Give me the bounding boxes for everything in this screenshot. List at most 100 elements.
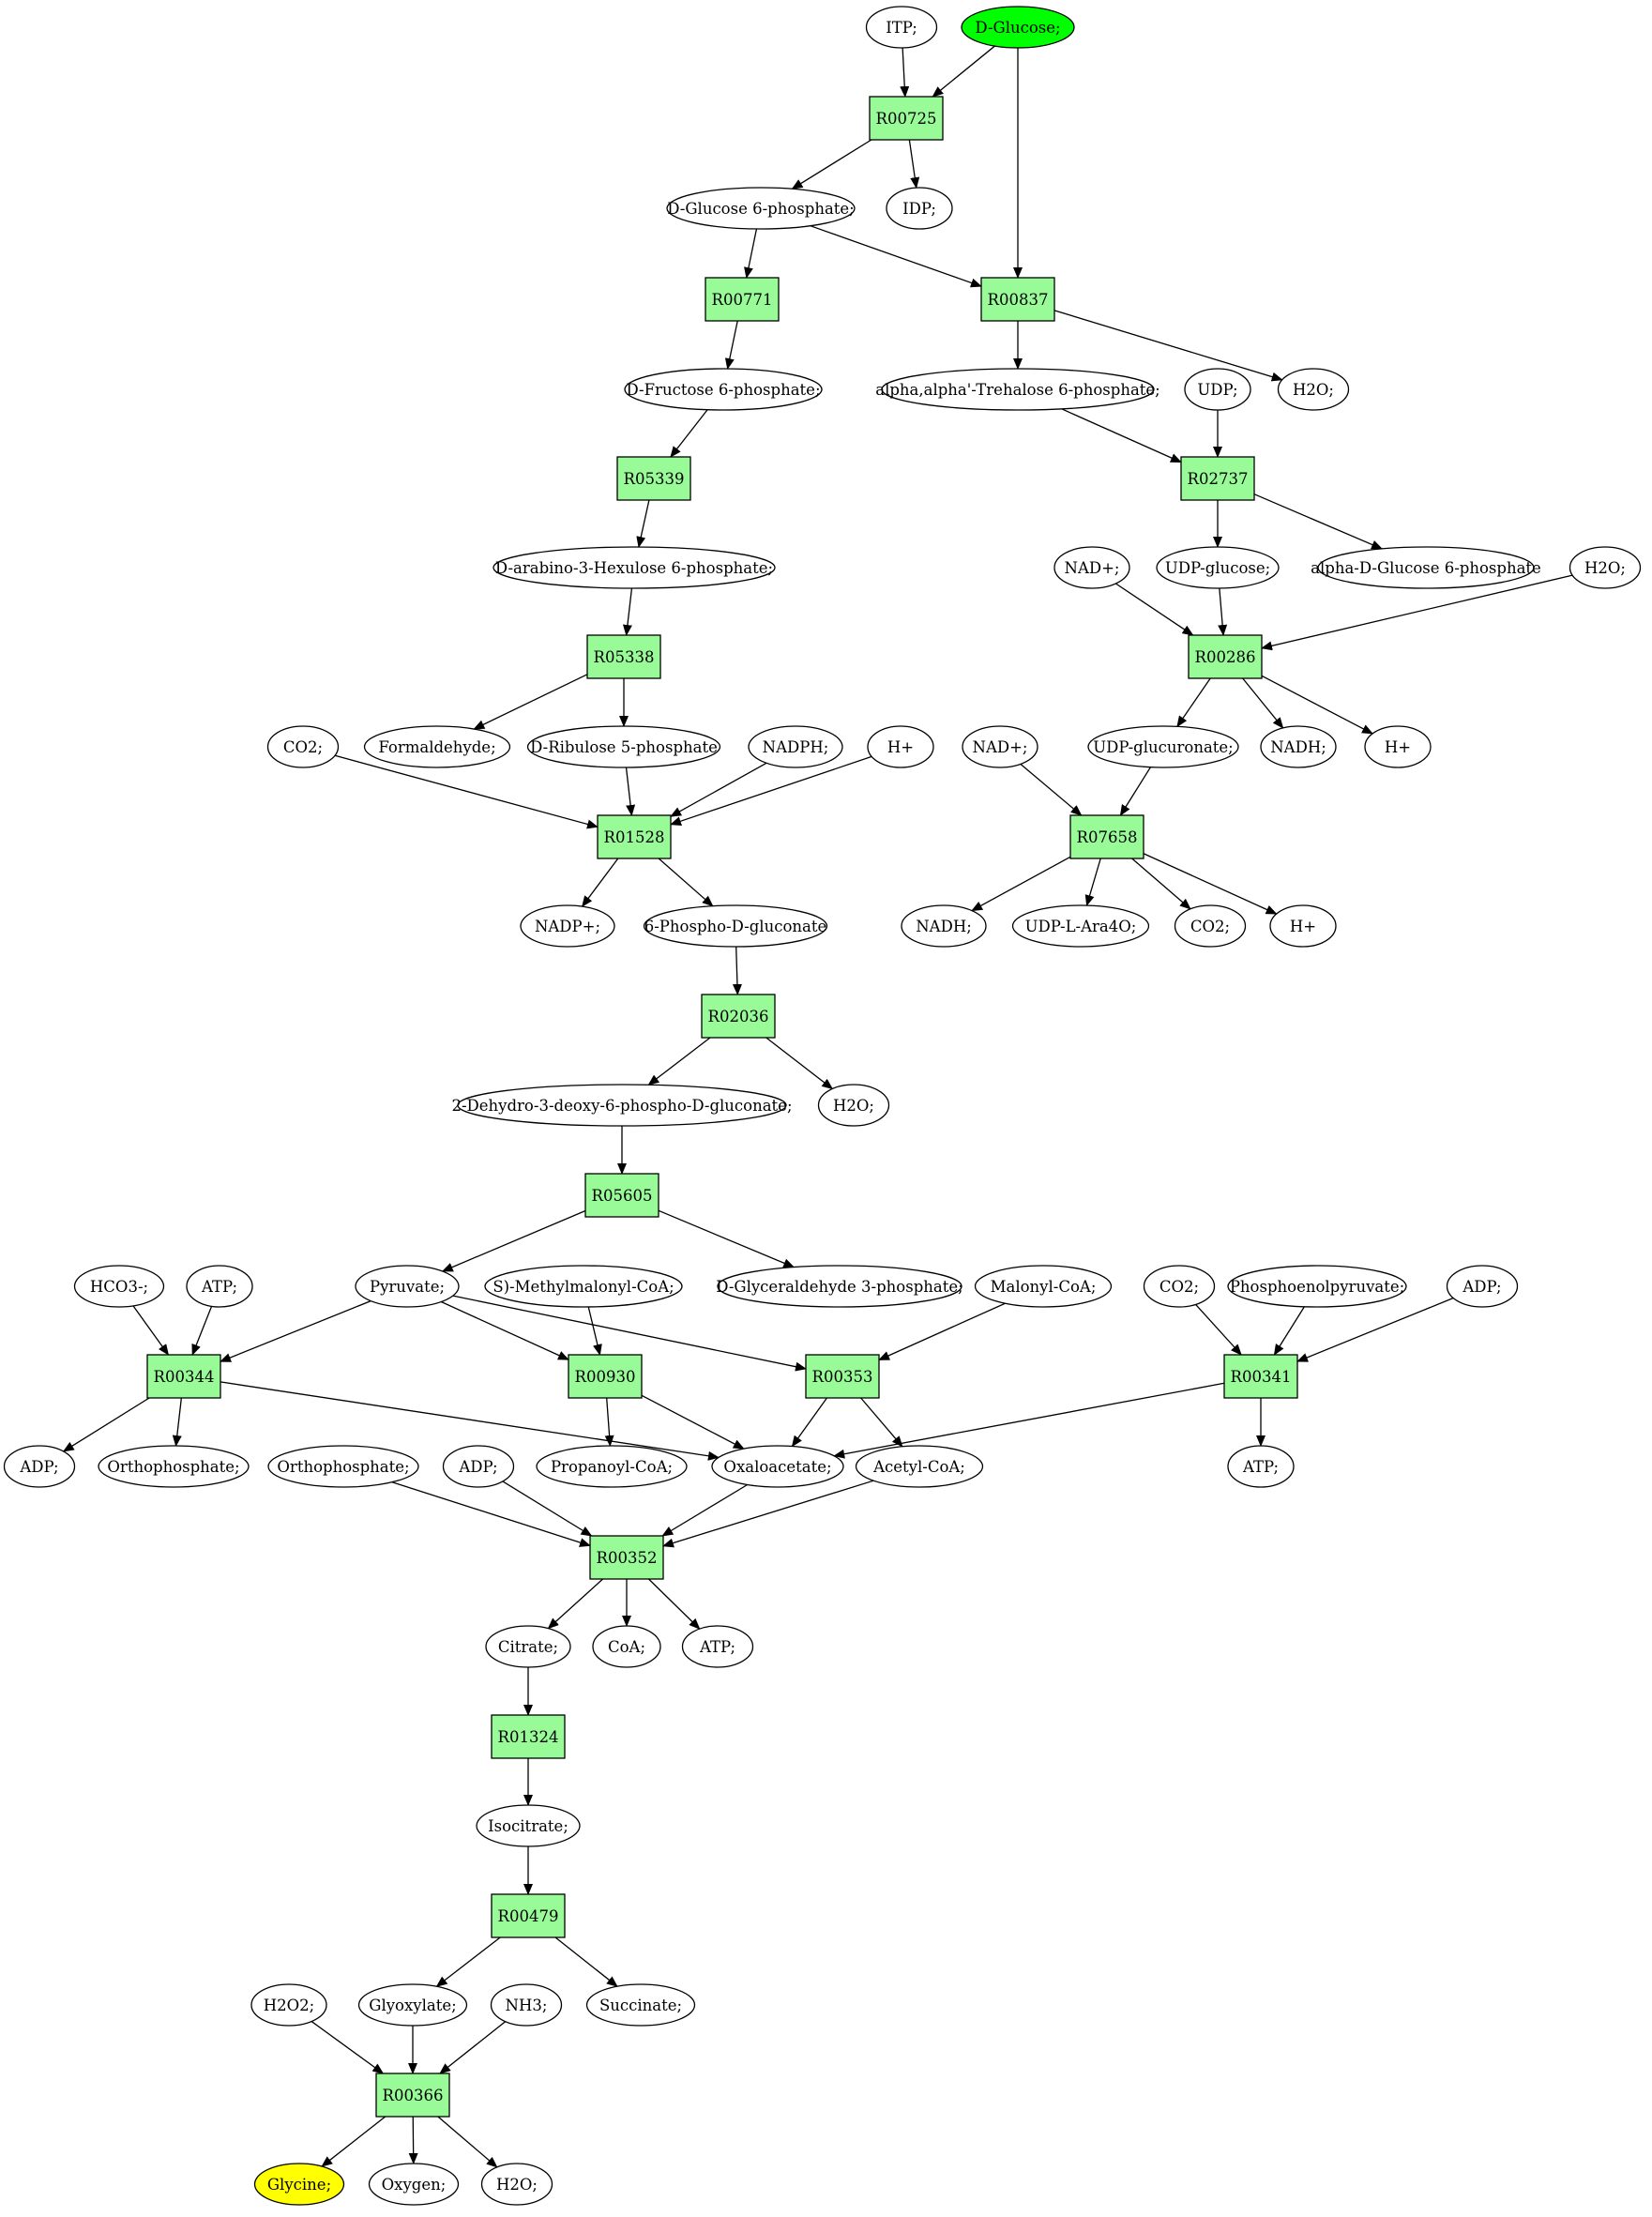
metabolite-node-adp2: ADP; [3, 1445, 76, 1488]
metabolite-node-nadph: NADPH; [748, 725, 843, 768]
edge-adp3-to-R00352 [502, 1481, 593, 1537]
node-label: CO2; [1190, 918, 1230, 935]
node-label: NADH; [916, 918, 972, 935]
metabolite-node-mmcoa: S)-Methylmalonyl-CoA; [484, 1265, 683, 1308]
edge-g6p-to-R00837 [810, 225, 982, 288]
metabolite-node-g6p: D-Glucose 6-phosphate; [666, 187, 856, 230]
edge-nad1-to-R00286 [1115, 583, 1194, 636]
node-label: R00725 [876, 110, 937, 128]
edge-hu6p-to-R05338 [622, 587, 633, 636]
reaction-box [568, 1354, 643, 1399]
node-label: Isocitrate; [488, 1817, 568, 1835]
node-label: Orthophosphate; [107, 1458, 239, 1476]
node-label: Glycine; [267, 2176, 331, 2194]
edge-R00366-to-o2 [408, 2116, 418, 2165]
edge-R00366-to-gly [321, 2116, 386, 2167]
edge-R00353-to-oaa [791, 1397, 827, 1448]
metabolite-node-co2c: CO2; [1143, 1265, 1216, 1308]
reaction-box [616, 456, 691, 501]
node-label: R00930 [575, 1368, 636, 1386]
edge-mmcoa-to-R00930 [587, 1306, 602, 1356]
edge-R07658-to-udpara [1084, 858, 1101, 907]
metabolite-ellipse [368, 2163, 460, 2206]
metabolite-ellipse [253, 2163, 345, 2206]
node-label: R02036 [708, 1008, 769, 1025]
edge-R00837-to-h2o1 [1053, 310, 1283, 382]
metabolite-node-udpglc: UDP-glucose; [1156, 546, 1280, 589]
node-label: Orthophosphate; [277, 1458, 409, 1476]
node-label: alpha,alpha'-Trehalose 6-phosphate; [875, 381, 1160, 399]
edge-t6p-to-R02737 [1061, 408, 1182, 463]
edge-R02737-to-ag1p [1253, 494, 1383, 550]
node-label: R00366 [383, 2087, 444, 2104]
metabolite-ellipse [3, 1445, 76, 1488]
reaction-box [869, 96, 944, 141]
metabolite-node-pep: Phosphoenolpyruvate; [1227, 1265, 1407, 1308]
metabolite-ellipse [865, 6, 938, 49]
metabolite-ellipse [717, 1265, 962, 1308]
metabolite-ellipse [643, 904, 828, 948]
reaction-box [491, 1714, 566, 1759]
reaction-box [584, 1173, 659, 1218]
edge-R00352-to-atp3 [648, 1578, 701, 1630]
metabolite-ellipse [485, 1625, 571, 1668]
edge-R02036-to-kdpg [647, 1037, 711, 1086]
metabolite-node-cit: Citrate; [485, 1625, 571, 1668]
node-label: ITP; [886, 19, 917, 37]
node-label: S)-Methylmalonyl-CoA; [493, 1278, 674, 1296]
reaction-node-R00837: R00837 [980, 277, 1055, 322]
metabolite-node-malcoa: Malonyl-CoA; [974, 1265, 1113, 1308]
edge-R00771-to-f6p [724, 320, 738, 370]
metabolite-ellipse [476, 1804, 581, 1847]
reaction-node-R02737: R02737 [1180, 456, 1255, 501]
edge-R00725-to-g6p [791, 139, 872, 190]
node-label: CO2; [283, 738, 323, 756]
metabolite-node-pi1: Orthophosphate; [98, 1445, 250, 1488]
metabolite-ellipse [1184, 368, 1251, 411]
node-label: CO2; [1159, 1278, 1199, 1296]
metabolite-node-hco3: HCO3-; [73, 1265, 165, 1308]
metabolite-node-pi2: Orthophosphate; [267, 1445, 419, 1488]
node-label: NADP+; [535, 918, 600, 935]
metabolite-ellipse [490, 1983, 563, 2027]
node-label: ADP; [19, 1458, 58, 1476]
node-label: UDP-glucose; [1165, 559, 1270, 577]
metabolite-ellipse [442, 1445, 515, 1488]
node-label: 2-Dehydro-3-deoxy-6-phospho-D-gluconate; [451, 1097, 792, 1115]
metabolite-ellipse [1260, 725, 1337, 768]
node-label: H+ [1385, 738, 1411, 756]
metabolite-node-udp1: UDP; [1184, 368, 1251, 411]
node-label: H+ [1290, 918, 1316, 935]
metabolite-node-ru5p: D-Ribulose 5-phosphate [526, 725, 721, 768]
node-label: UDP; [1197, 381, 1237, 399]
node-label: ADP; [458, 1458, 497, 1476]
edge-R00344-to-adp2 [62, 1397, 150, 1452]
edge-R05338-to-hcho [473, 674, 588, 730]
reaction-box [980, 277, 1055, 322]
reaction-box [146, 1354, 221, 1399]
metabolite-node-atp2: ATP; [1227, 1445, 1295, 1488]
edge-layer [62, 45, 1573, 2168]
node-label: Acetyl-CoA; [872, 1458, 965, 1476]
metabolite-node-nh3: NH3; [490, 1983, 563, 2027]
edge-R00479-to-succ [554, 1936, 618, 1987]
edge-itp-to-R00725 [900, 47, 910, 98]
node-label: H2O; [833, 1097, 874, 1115]
node-label: D-Ribulose 5-phosphate [530, 738, 718, 756]
reaction-box [1180, 456, 1255, 501]
metabolite-node-idp: IDP; [886, 187, 953, 230]
reaction-box [597, 814, 672, 859]
metabolite-node-h2o1: H2O; [1277, 368, 1350, 411]
metabolite-ellipse [817, 1084, 890, 1127]
reaction-node-R00344: R00344 [146, 1354, 221, 1399]
reaction-box [1069, 814, 1144, 859]
reaction-node-R05605: R05605 [584, 1173, 659, 1218]
metabolite-node-hcho: Formaldehyde; [363, 725, 511, 768]
edge-R00286-to-udpgla [1176, 677, 1211, 728]
reaction-box [705, 277, 780, 322]
metabolite-node-gly: Glycine; [253, 2163, 345, 2206]
metabolite-node-ag1p: alpha-D-Glucose 6-phosphate [1311, 546, 1541, 589]
metabolite-node-h2o2: H2O; [1569, 546, 1642, 589]
reaction-box [586, 634, 661, 679]
metabolite-node-hplus1: H+ [867, 725, 934, 768]
